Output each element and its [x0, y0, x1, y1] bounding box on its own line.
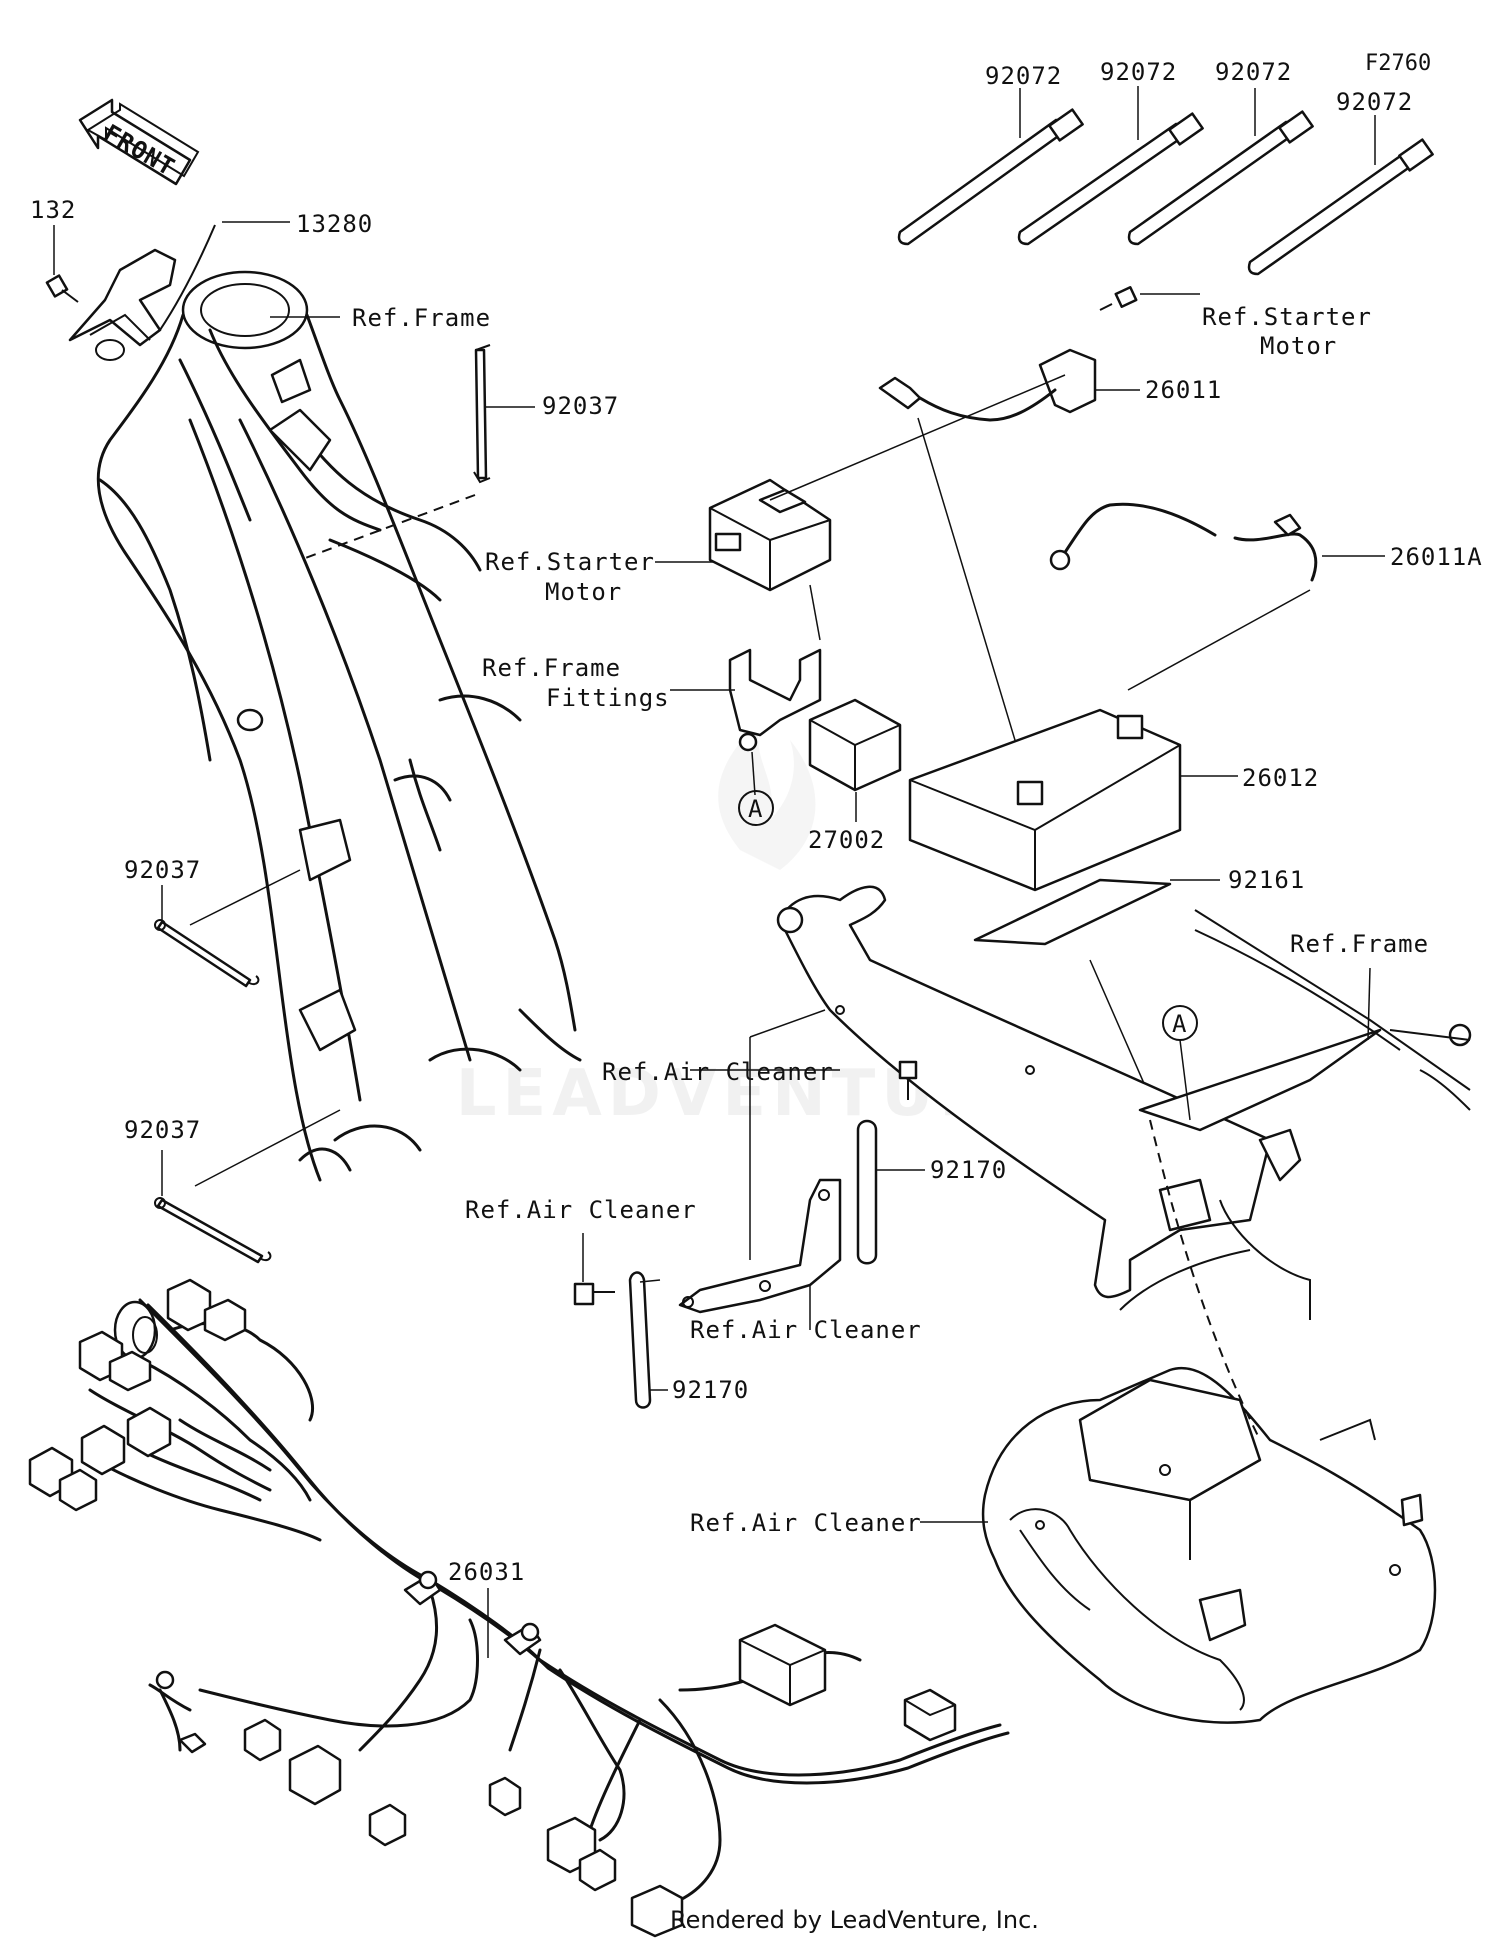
label-ref-frame-fittings-2: Fittings: [546, 684, 670, 712]
label-27002: 27002: [808, 826, 885, 854]
harness-connector: [166, 1278, 247, 1342]
harness-connector: [243, 1718, 282, 1762]
main-harness-26031: [28, 1278, 1010, 1938]
battery-cable-26011A: [1049, 502, 1318, 582]
starter-relay-ref: [708, 478, 832, 592]
cross-member-frame: [776, 885, 1472, 1320]
label-ref-air-cleaner-2: Ref.Air Cleaner: [465, 1196, 697, 1224]
label-ref-starter-motor-left-2: Motor: [545, 578, 622, 606]
label-ref-frame-right: Ref.Frame: [1290, 930, 1429, 958]
harness-connector: [578, 1848, 617, 1892]
label-92072-2: 92072: [1100, 58, 1177, 86]
cable-tie-1: [897, 108, 1084, 246]
label-ref-air-cleaner-3: Ref.Air Cleaner: [690, 1316, 922, 1344]
air-cleaner-bracket: [678, 1178, 842, 1314]
label-92072-4: 92072: [1336, 88, 1413, 116]
harness-connector: [28, 1446, 98, 1512]
battery-cable-26011: [878, 348, 1097, 422]
clamp-92037-low: [154, 1197, 272, 1264]
label-92037-mid: 92037: [124, 856, 201, 884]
clamp-92037-top: [473, 344, 491, 484]
callout-a-left-icon: [738, 790, 774, 826]
label-ref-air-cleaner-1: Ref.Air Cleaner: [602, 1058, 834, 1086]
cable-ties: [897, 86, 1434, 276]
label-ref-frame-top: Ref.Frame: [352, 304, 491, 332]
label-26031: 26031: [448, 1558, 525, 1586]
label-ref-starter-motor-right-2: Motor: [1260, 332, 1337, 360]
harness-connector: [488, 1776, 522, 1817]
label-ref-air-cleaner-4: Ref.Air Cleaner: [690, 1509, 922, 1537]
label-26011A: 26011A: [1390, 543, 1483, 571]
harness-connector: [738, 1623, 827, 1707]
frame-fittings-bracket: [728, 648, 822, 752]
band-92170-left: [628, 1271, 652, 1409]
cable-tie-2: [1017, 112, 1204, 246]
label-13280: 13280: [296, 210, 373, 238]
relay-27002: [808, 698, 902, 792]
harness-connector: [368, 1803, 407, 1847]
label-ref-starter-motor-left-1: Ref.Starter: [485, 548, 655, 576]
label-92037-low: 92037: [124, 1116, 201, 1144]
bolt-132: [45, 274, 79, 303]
harness-connector: [903, 1688, 957, 1742]
band-92170-right: [856, 1119, 878, 1265]
air-cleaner-box: [981, 1366, 1437, 1724]
cable-tie-3: [1127, 110, 1314, 246]
cable-tie-4: [1247, 138, 1434, 276]
label-26011: 26011: [1145, 376, 1222, 404]
footer-credit: Rendered by LeadVenture, Inc.: [670, 1906, 1039, 1934]
harness-connector: [630, 1884, 684, 1938]
harness-connector: [80, 1406, 172, 1476]
label-26012: 26012: [1242, 764, 1319, 792]
label-132: 132: [30, 196, 76, 224]
starter-bolt-right: [1099, 286, 1138, 311]
harness-connector: [288, 1744, 342, 1806]
label-ref-frame-fittings-1: Ref.Frame: [482, 654, 621, 682]
label-92072-3: 92072: [1215, 58, 1292, 86]
frame-assembly: [96, 270, 582, 1182]
harness-terminal: [155, 1670, 207, 1754]
label-92161: 92161: [1228, 866, 1305, 894]
battery-pad-92161: [973, 878, 1172, 946]
clamp-92037-mid: [154, 919, 260, 988]
figure-code: F2760: [1365, 51, 1431, 76]
callout-a-left-label: A: [748, 795, 763, 823]
air-cleaner-bolt-left: [573, 1282, 615, 1306]
air-cleaner-bolt-right: [898, 1060, 918, 1100]
label-92170-left: 92170: [672, 1376, 749, 1404]
label-92170-right: 92170: [930, 1156, 1007, 1184]
label-92072-1: 92072: [985, 62, 1062, 90]
label-92037-top: 92037: [542, 392, 619, 420]
harness-connector: [78, 1330, 152, 1392]
label-ref-starter-motor-right-1: Ref.Starter: [1202, 303, 1372, 331]
callout-a-right-label: A: [1172, 1010, 1187, 1038]
front-arrow-icon: FRONT: [78, 98, 200, 186]
battery-26012: [908, 708, 1182, 892]
harness-bracket-13280: [68, 224, 216, 361]
